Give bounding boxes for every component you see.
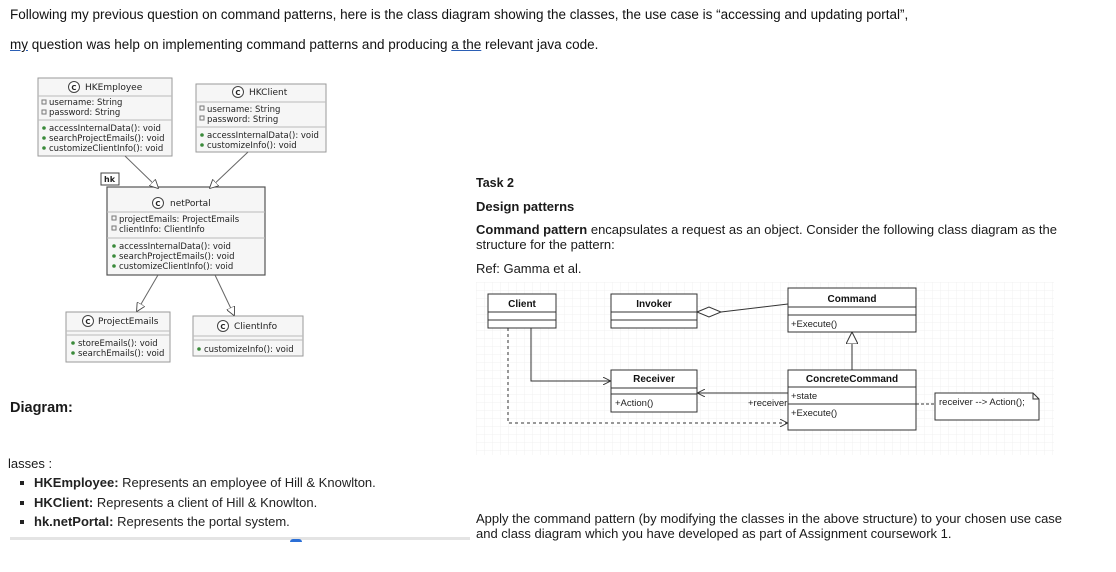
receiver-role-label: +receiver: [748, 398, 787, 409]
command-name: Command: [828, 294, 877, 305]
list-item: HKEmployee: Represents an employee of Hi…: [20, 475, 376, 495]
task-subtitle: Design patterns: [476, 199, 575, 214]
client-name: Client: [508, 299, 536, 310]
classes-heading: lasses :: [8, 456, 53, 471]
netportal-attr-0: projectEmails: ProjectEmails: [119, 215, 240, 225]
hkemployee-method-0: accessInternalData(): void: [49, 124, 161, 134]
intro-line-2: my question was help on implementing com…: [10, 37, 598, 52]
package-hk: hk: [100, 172, 120, 186]
invoker-name: Invoker: [636, 299, 672, 310]
intro-mid: question was help on implementing comman…: [28, 37, 452, 52]
command-class: Command +Execute(): [787, 287, 917, 333]
netportal-class: C netPortal projectEmails: ProjectEmails…: [106, 186, 266, 276]
netportal-attr-1: clientInfo: ClientInfo: [119, 225, 205, 235]
concrete-command-name: ConcreteCommand: [806, 374, 898, 385]
projectemails-method-1: searchEmails(): void: [78, 349, 164, 359]
package-label: hk: [104, 175, 116, 184]
stereotype-c-icon: C: [220, 323, 225, 331]
arrow-netportal-clientinfo: [214, 274, 234, 315]
stereotype-c-icon: C: [85, 318, 90, 326]
hkemployee-method-2: customizeClientInfo(): void: [49, 144, 163, 154]
note-box: receiver --> Action();: [934, 392, 1040, 421]
netportal-method-1: searchProjectEmails(): void: [119, 252, 235, 262]
clientinfo-method-0: customizeInfo(): void: [204, 345, 294, 355]
stereotype-c-icon: C: [235, 89, 240, 97]
hkclient-attr-0: username: String: [207, 105, 280, 115]
diagram-label: Diagram:: [10, 400, 73, 416]
client-concrete-dependency: [507, 328, 787, 423]
hkemployee-attr-1: password: String: [49, 108, 120, 118]
hkemployee-method-1: searchProjectEmails(): void: [49, 134, 165, 144]
task-apply: Apply the command pattern (by modifying …: [476, 511, 1063, 541]
client-class: Client: [487, 293, 557, 329]
intro-a-the: a the: [451, 37, 482, 52]
concrete-command-operation: +Execute(): [791, 408, 837, 419]
task-title: Task 2: [476, 176, 514, 190]
command-operation: +Execute(): [791, 319, 837, 330]
arrow-netportal-projectemails: [137, 274, 159, 311]
class-list: HKEmployee: Represents an employee of Hi…: [20, 475, 376, 534]
intro-line-1: Following my previous question on comman…: [10, 7, 909, 22]
hkclient-class: C HKClient username: String password: St…: [195, 83, 327, 153]
receiver-operation: +Action(): [615, 398, 653, 409]
task-reference: Ref: Gamma et al.: [476, 261, 582, 276]
task-desc-bold: Command pattern: [476, 222, 588, 237]
receiver-name: Receiver: [633, 374, 675, 385]
class-term: HKEmployee:: [34, 475, 119, 490]
hkclient-name: HKClient: [249, 88, 288, 98]
class-desc: Represents a client of Hill & Knowlton.: [93, 494, 318, 510]
concrete-command-attr: +state: [791, 391, 817, 402]
concrete-command-class: ConcreteCommand +state +Execute(): [787, 369, 917, 431]
client-receiver-link: [530, 328, 610, 381]
hkclient-method-1: customizeInfo(): void: [207, 141, 297, 151]
arrow-hkclient-netportal: [210, 151, 249, 188]
hkemployee-attr-0: username: String: [49, 98, 122, 108]
task-description: Command pattern encapsulates a request a…: [476, 222, 1076, 252]
class-term: HKClient:: [34, 494, 94, 510]
intro-my: my: [10, 37, 28, 52]
arrow-hkemployee-netportal: [124, 155, 158, 188]
hkemployee-class: C HKEmployee username: String password: …: [37, 77, 173, 157]
list-item: hk.netPortal: Represents the portal syst…: [20, 514, 376, 534]
projectemails-name: ProjectEmails: [98, 317, 159, 327]
uml-class-diagram: C HKEmployee username: String password: …: [37, 77, 327, 363]
list-item: HKClient: Represents a client of Hill & …: [20, 495, 376, 515]
note-text: receiver --> Action();: [939, 397, 1025, 408]
clientinfo-class: C ClientInfo customizeInfo(): void: [192, 315, 304, 357]
class-desc: Represents an employee of Hill & Knowlto…: [118, 475, 376, 490]
invoker-class: Invoker: [610, 293, 698, 329]
projectemails-class: C ProjectEmails storeEmails(): void sear…: [65, 311, 171, 363]
class-term: hk.netPortal:: [34, 514, 114, 529]
task-desc-rest: encapsulates a request as an object. Con…: [476, 222, 1057, 252]
aggregation-diamond-icon: [695, 306, 723, 318]
invoker-command-link: [720, 303, 789, 313]
hkclient-method-0: accessInternalData(): void: [207, 131, 319, 141]
netportal-name: netPortal: [170, 199, 211, 209]
projectemails-method-0: storeEmails(): void: [78, 339, 158, 349]
stereotype-c-icon: C: [71, 84, 76, 92]
hkclient-attr-1: password: String: [207, 115, 278, 125]
horizontal-scrollbar[interactable]: [10, 537, 470, 540]
scrollbar-thumb[interactable]: [290, 539, 302, 542]
command-pattern-diagram: Client Invoker Command +Execute() Receiv…: [476, 282, 1054, 455]
netportal-method-0: accessInternalData(): void: [119, 242, 231, 252]
clientinfo-name: ClientInfo: [234, 322, 278, 332]
receiver-class: Receiver +Action(): [610, 369, 698, 413]
intro-end: relevant java code.: [481, 37, 599, 52]
stereotype-c-icon: C: [155, 200, 160, 208]
netportal-method-2: customizeClientInfo(): void: [119, 262, 233, 272]
class-desc: Represents the portal system.: [113, 514, 290, 529]
hkemployee-name: HKEmployee: [85, 83, 143, 93]
